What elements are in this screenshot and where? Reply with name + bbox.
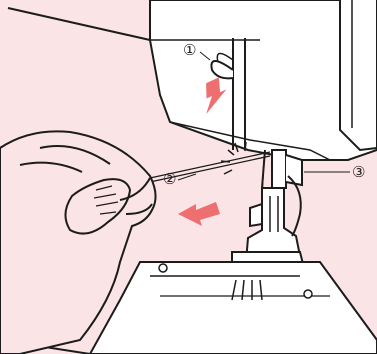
machine-side-panel xyxy=(340,0,377,150)
callout-3-label: ③ xyxy=(352,163,365,181)
callout-2-label: ② xyxy=(163,170,176,188)
callout-1-label: ① xyxy=(183,41,196,59)
